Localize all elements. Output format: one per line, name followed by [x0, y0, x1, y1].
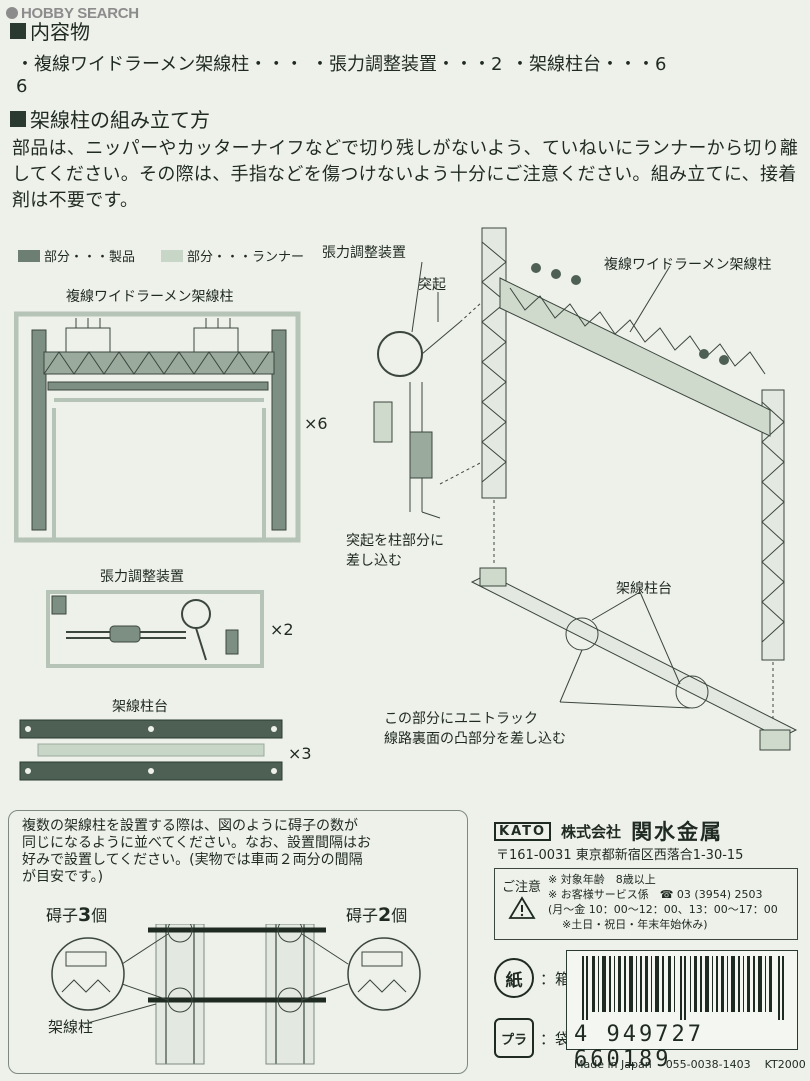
paper-recycle-icon: 紙 [494, 958, 534, 998]
kato-logo: KATO [494, 821, 552, 841]
company-address: 〒161-0031 東京都新宿区西落合1-30-15 [496, 848, 744, 863]
pole-count: ×6 [304, 414, 328, 433]
placement-diagram [51, 924, 421, 1065]
legend: 部分・・・製品 部分・・・ランナー [18, 246, 304, 265]
contents-title: 内容物 [10, 16, 90, 45]
pole-part-title: 複線ワイドラーメン架線柱 [66, 289, 234, 305]
insert-instruction-line1: 突起を柱部分に [346, 533, 444, 549]
runner-swatch [161, 249, 184, 262]
logo-text: HOBBY SEARCH [21, 4, 139, 22]
base-count: ×3 [288, 744, 312, 763]
caution-holidays: ※土日・祝日・年末年始休み) [562, 918, 708, 931]
caution-service: ※ お客様サービス係 ☎ 03 (3954) 2503 [548, 888, 763, 901]
caution-label: ご注意 [502, 880, 542, 895]
base-sprue-diagram [19, 719, 283, 781]
placement-note: 複数の架線柱を設置する際は、図のように碍子の数が 同じになるように並べてください… [22, 818, 372, 885]
company-name: 関水金属 [631, 820, 724, 844]
logo-mark-icon [6, 7, 18, 19]
company-block: KATO 株式会社 関水金属 [494, 816, 723, 846]
base-label: 架線柱台 [616, 581, 672, 597]
protrusion-label: 突起 [418, 277, 446, 293]
warning-icon [508, 896, 536, 919]
insert-instruction-line2: 差し込む [346, 553, 402, 569]
kt-code: KT2000 [764, 1058, 806, 1071]
product-code: 055-0038-1403 [665, 1058, 751, 1071]
caution-details: ※ 対象年齢 8歳以上 ※ お客様サービス係 ☎ 03 (3954) 2503 … [548, 872, 778, 932]
tension-count: ×2 [270, 620, 294, 639]
insulator-2-label: 碍子2個 [346, 904, 408, 926]
tension-label: 張力調整装置 [322, 245, 406, 261]
bullet-square-icon [10, 110, 26, 127]
barcode-icon [582, 956, 784, 1020]
barcode-number: 4 949727 660189 [574, 1022, 704, 1072]
contents-item: ・張力調整装置・・・2 [311, 54, 503, 75]
caution-age: ※ 対象年齢 8歳以上 [548, 873, 656, 886]
caution-hours: (月～金 10：00～12：00、13：00～17：00 [548, 903, 778, 916]
hobby-search-logo: HOBBY SEARCH [6, 2, 139, 24]
assembly-diagram [373, 227, 798, 751]
product-swatch [18, 249, 40, 262]
assembly-paragraph: 部品は、ニッパーやカッターナイフなどで切り残しがないよう、ていねいにランナーから… [12, 138, 799, 211]
note-pole-label: 架線柱 [48, 1018, 94, 1036]
company-prefix: 株式会社 [561, 822, 622, 841]
plastic-recycle-icon: プラ [494, 1018, 534, 1058]
track-instruction-line1: この部分にユニトラック [384, 711, 538, 727]
tension-part-title: 張力調整装置 [100, 569, 184, 585]
wide-pole-label: 複線ワイドラーメン架線柱 [604, 257, 772, 273]
contents-list: ・複線ワイドラーメン架線柱・・・6 ・張力調整装置・・・2 ・架線柱台・・・6 [16, 50, 666, 97]
bullet-square-icon [10, 22, 26, 39]
insulator-3-label: 碍子3個 [46, 904, 108, 926]
made-in-japan: Made in Japan [574, 1058, 652, 1071]
tension-sprue-diagram [46, 590, 264, 668]
contents-item: ・複線ワイドラーメン架線柱・・・6 [16, 54, 304, 97]
paper-recycle-mark: 紙 ：箱 [494, 958, 570, 998]
track-instruction-line2: 線路裏面の凸部分を差し込む [384, 731, 566, 747]
pole-sprue-diagram [14, 311, 301, 543]
caution-box [494, 868, 798, 940]
base-part-title: 架線柱台 [112, 699, 168, 715]
assembly-title: 架線柱の組み立て方 [10, 104, 210, 133]
contents-item: ・架線柱台・・・6 [511, 54, 667, 75]
plastic-recycle-mark: プラ ：袋 [494, 1018, 570, 1058]
footer: Made in Japan 055-0038-1403 KT2000 [574, 1058, 806, 1071]
